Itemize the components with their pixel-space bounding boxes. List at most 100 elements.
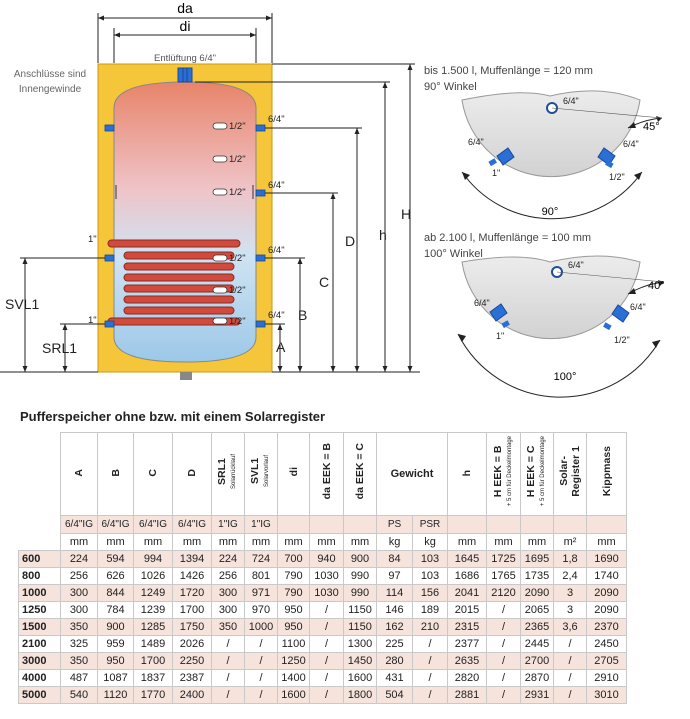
value-cell: 84	[376, 550, 413, 568]
value-cell: 784	[97, 601, 134, 619]
inner-port-label: 1/2"	[229, 187, 246, 198]
col-B: B	[97, 432, 134, 516]
value-cell: /	[486, 618, 521, 636]
value-cell: 300	[60, 584, 98, 602]
value-cell: 626	[97, 567, 134, 585]
value-cell: 1026	[133, 567, 173, 585]
value-cell: 994	[133, 550, 173, 568]
right-port-label: 6/4"	[268, 310, 285, 321]
unit-cell: mm	[211, 533, 245, 551]
tv2-left-small: 1"	[496, 331, 504, 341]
value-cell: 225	[376, 635, 413, 653]
volume-cell: 1250	[18, 601, 61, 619]
value-cell: 1120	[97, 686, 134, 704]
col-A: A	[60, 432, 98, 516]
value-cell: 103	[412, 567, 448, 585]
value-cell: 2700	[520, 652, 554, 670]
volume-cell: 1000	[18, 584, 61, 602]
value-cell: 3	[553, 601, 587, 619]
value-cell: 801	[244, 567, 278, 585]
value-cell: /	[486, 686, 521, 704]
value-cell: 256	[211, 567, 245, 585]
value-cell: 2870	[520, 669, 554, 687]
connection-cell: 6/4"IG	[60, 515, 98, 534]
col-da-eek-b: da EEK = B	[309, 432, 344, 516]
connection-cell	[553, 515, 587, 534]
volume-cell: 1500	[18, 618, 61, 636]
value-cell: 2090	[586, 584, 627, 602]
volume-cell: 4000	[18, 669, 61, 687]
connection-cell	[309, 515, 344, 534]
value-cell: 950	[97, 652, 134, 670]
value-cell: /	[486, 601, 521, 619]
value-cell: /	[244, 686, 278, 704]
col-da-eek-c: da EEK = C	[343, 432, 377, 516]
volume-cell: 600	[18, 550, 61, 568]
value-cell: 256	[60, 567, 98, 585]
connection-cell	[486, 515, 521, 534]
value-cell: 2065	[520, 601, 554, 619]
dimension-lines-top	[97, 13, 273, 63]
value-cell: 189	[412, 601, 448, 619]
value-cell: 1600	[277, 686, 310, 704]
unit-cell: m²	[553, 533, 587, 551]
dim-D-label: D	[345, 233, 355, 249]
value-cell: /	[553, 686, 587, 704]
connection-cell	[277, 515, 310, 534]
inner-port-label: 1/2"	[229, 285, 246, 296]
value-cell: 2387	[172, 669, 212, 687]
value-cell: 2377	[447, 635, 487, 653]
value-cell: 950	[277, 618, 310, 636]
value-cell: /	[553, 635, 587, 653]
dim-B-label: B	[298, 307, 307, 323]
value-cell: /	[412, 635, 448, 653]
value-cell: 1426	[172, 567, 212, 585]
value-cell: 2090	[586, 601, 627, 619]
dim-H-label: H	[401, 206, 411, 222]
top-view-2-line1: ab 2.100 l, Muffenlänge = 100 mm	[424, 232, 591, 244]
unit-cell: kg	[376, 533, 413, 551]
sensor-sockets	[212, 122, 228, 325]
value-cell: 844	[97, 584, 134, 602]
tv2-angle-side: 40°	[648, 280, 665, 292]
unit-cell: mm	[97, 533, 134, 551]
col-D: D	[172, 432, 212, 516]
value-cell: 2,4	[553, 567, 587, 585]
dim-da-label: da	[177, 0, 193, 16]
value-cell: 1800	[343, 686, 377, 704]
right-port-label: 6/4"	[268, 180, 285, 191]
value-cell: 156	[412, 584, 448, 602]
volume-cell: 800	[18, 567, 61, 585]
value-cell: 1645	[447, 550, 487, 568]
connection-cell: 6/4"IG	[172, 515, 212, 534]
connection-cell	[343, 515, 377, 534]
value-cell: 350	[60, 618, 98, 636]
value-cell: 1686	[447, 567, 487, 585]
value-cell: /	[486, 652, 521, 670]
value-cell: 2705	[586, 652, 627, 670]
value-cell: /	[309, 669, 344, 687]
inner-port-label: 1/2"	[229, 253, 246, 264]
value-cell: 1249	[133, 584, 173, 602]
value-cell: 1690	[586, 550, 627, 568]
value-cell: /	[486, 635, 521, 653]
connection-cell: 6/4"IG	[97, 515, 134, 534]
value-cell: 3010	[586, 686, 627, 704]
value-cell: 504	[376, 686, 413, 704]
value-cell: 1770	[133, 686, 173, 704]
value-cell: 1285	[133, 618, 173, 636]
value-cell: 1740	[586, 567, 627, 585]
unit-cell: mm	[343, 533, 377, 551]
value-cell: 1030	[309, 584, 344, 602]
value-cell: 1150	[343, 601, 377, 619]
value-cell: 1600	[343, 669, 377, 687]
value-cell: 1700	[133, 652, 173, 670]
value-cell: 114	[376, 584, 413, 602]
